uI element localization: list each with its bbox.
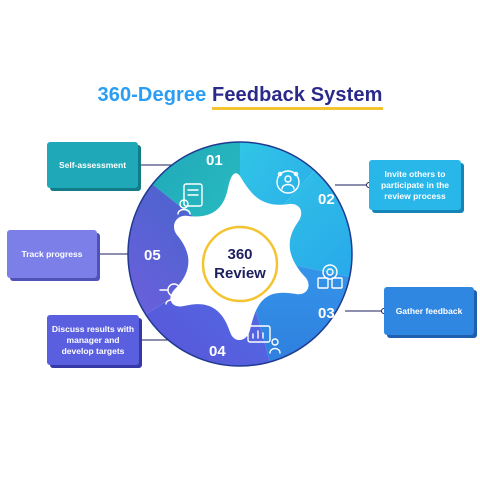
step-5-box: Track progress: [7, 230, 97, 278]
self-assessment-icon: [177, 183, 203, 215]
diagram-title: 360-Degree Feedback System: [0, 84, 480, 110]
step-2-box: Invite others to participate in the revi…: [369, 160, 461, 210]
step-number-3: 03: [318, 305, 335, 322]
discuss-results-icon: [247, 325, 281, 354]
step-4-box: Discuss results with manager and develop…: [47, 315, 139, 365]
step-number-5: 05: [144, 247, 161, 264]
step-1-box: Self-assessment: [47, 142, 138, 188]
invite-people-icon: [276, 170, 300, 194]
step-number-1: 01: [206, 152, 223, 169]
step-3-box: Gather feedback: [384, 287, 474, 335]
track-progress-icon: [159, 283, 189, 305]
center-label: 360 Review: [200, 224, 280, 304]
title-part-2: Feedback System: [212, 84, 383, 110]
step-number-2: 02: [318, 191, 335, 208]
center-ring: [201, 225, 279, 303]
step-number-4: 04: [209, 343, 226, 360]
center-label-line-1: 360: [227, 246, 253, 263]
segment-5: [128, 184, 240, 315]
gather-feedback-icon: [317, 264, 343, 289]
ring-outline: [127, 141, 353, 367]
title-part-1: 360-Degree: [97, 84, 207, 106]
center-label-line-2: Review: [214, 265, 266, 282]
